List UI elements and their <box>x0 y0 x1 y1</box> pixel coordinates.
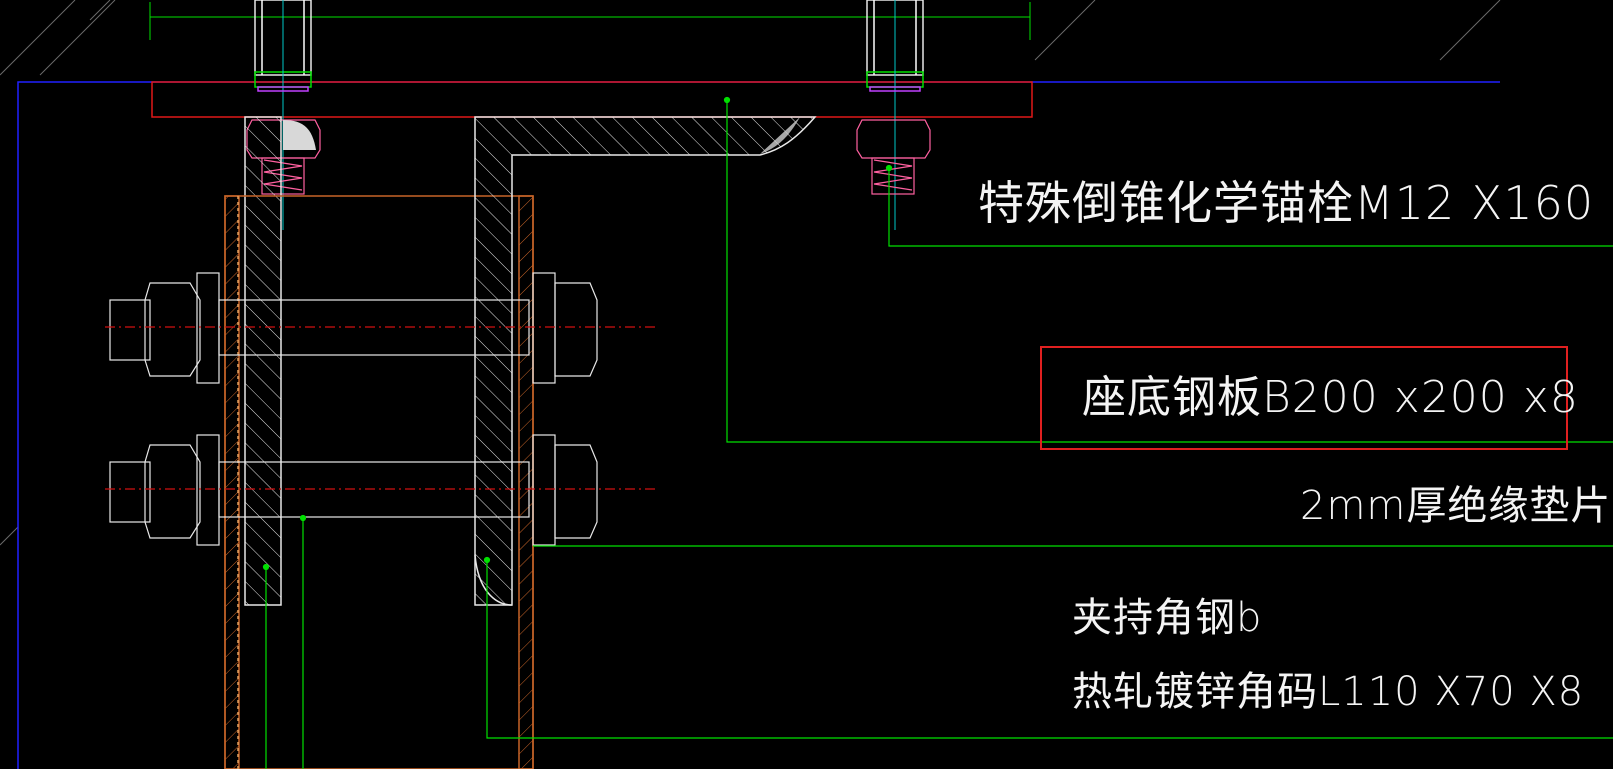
insulation-pad-label: 2mm厚绝缘垫片 <box>1300 483 1612 529</box>
left-steel-plate <box>244 116 282 606</box>
horizontal-bolt-top <box>105 272 655 384</box>
highlight-box <box>1040 346 1568 450</box>
anchor-bolt-label: 特殊倒锥化学锚栓M12 X160 <box>978 176 1595 230</box>
clamp-angle-label: 夹持角钢b <box>1072 595 1263 641</box>
dimension-line <box>149 2 1031 40</box>
nut-right <box>856 119 931 195</box>
leader-clamp <box>486 560 1613 739</box>
anchor-bolt-left <box>254 0 312 230</box>
leader-lines <box>262 96 1613 769</box>
leader-anchor <box>888 168 1613 247</box>
horizontal-bolt-bottom <box>105 434 655 546</box>
galvanized-angle-label: 热轧镀锌角码L110 X70 X8 <box>1072 669 1585 715</box>
background-hatch <box>0 0 1501 546</box>
base-plate-label: 座底钢板B200 x200 x8 <box>1082 372 1579 423</box>
clamp-angle <box>474 116 817 606</box>
leader-plate <box>726 100 1613 443</box>
nut-left <box>246 119 321 195</box>
galvanized-bracket <box>224 195 534 769</box>
anchor-bolt-right <box>866 0 924 230</box>
